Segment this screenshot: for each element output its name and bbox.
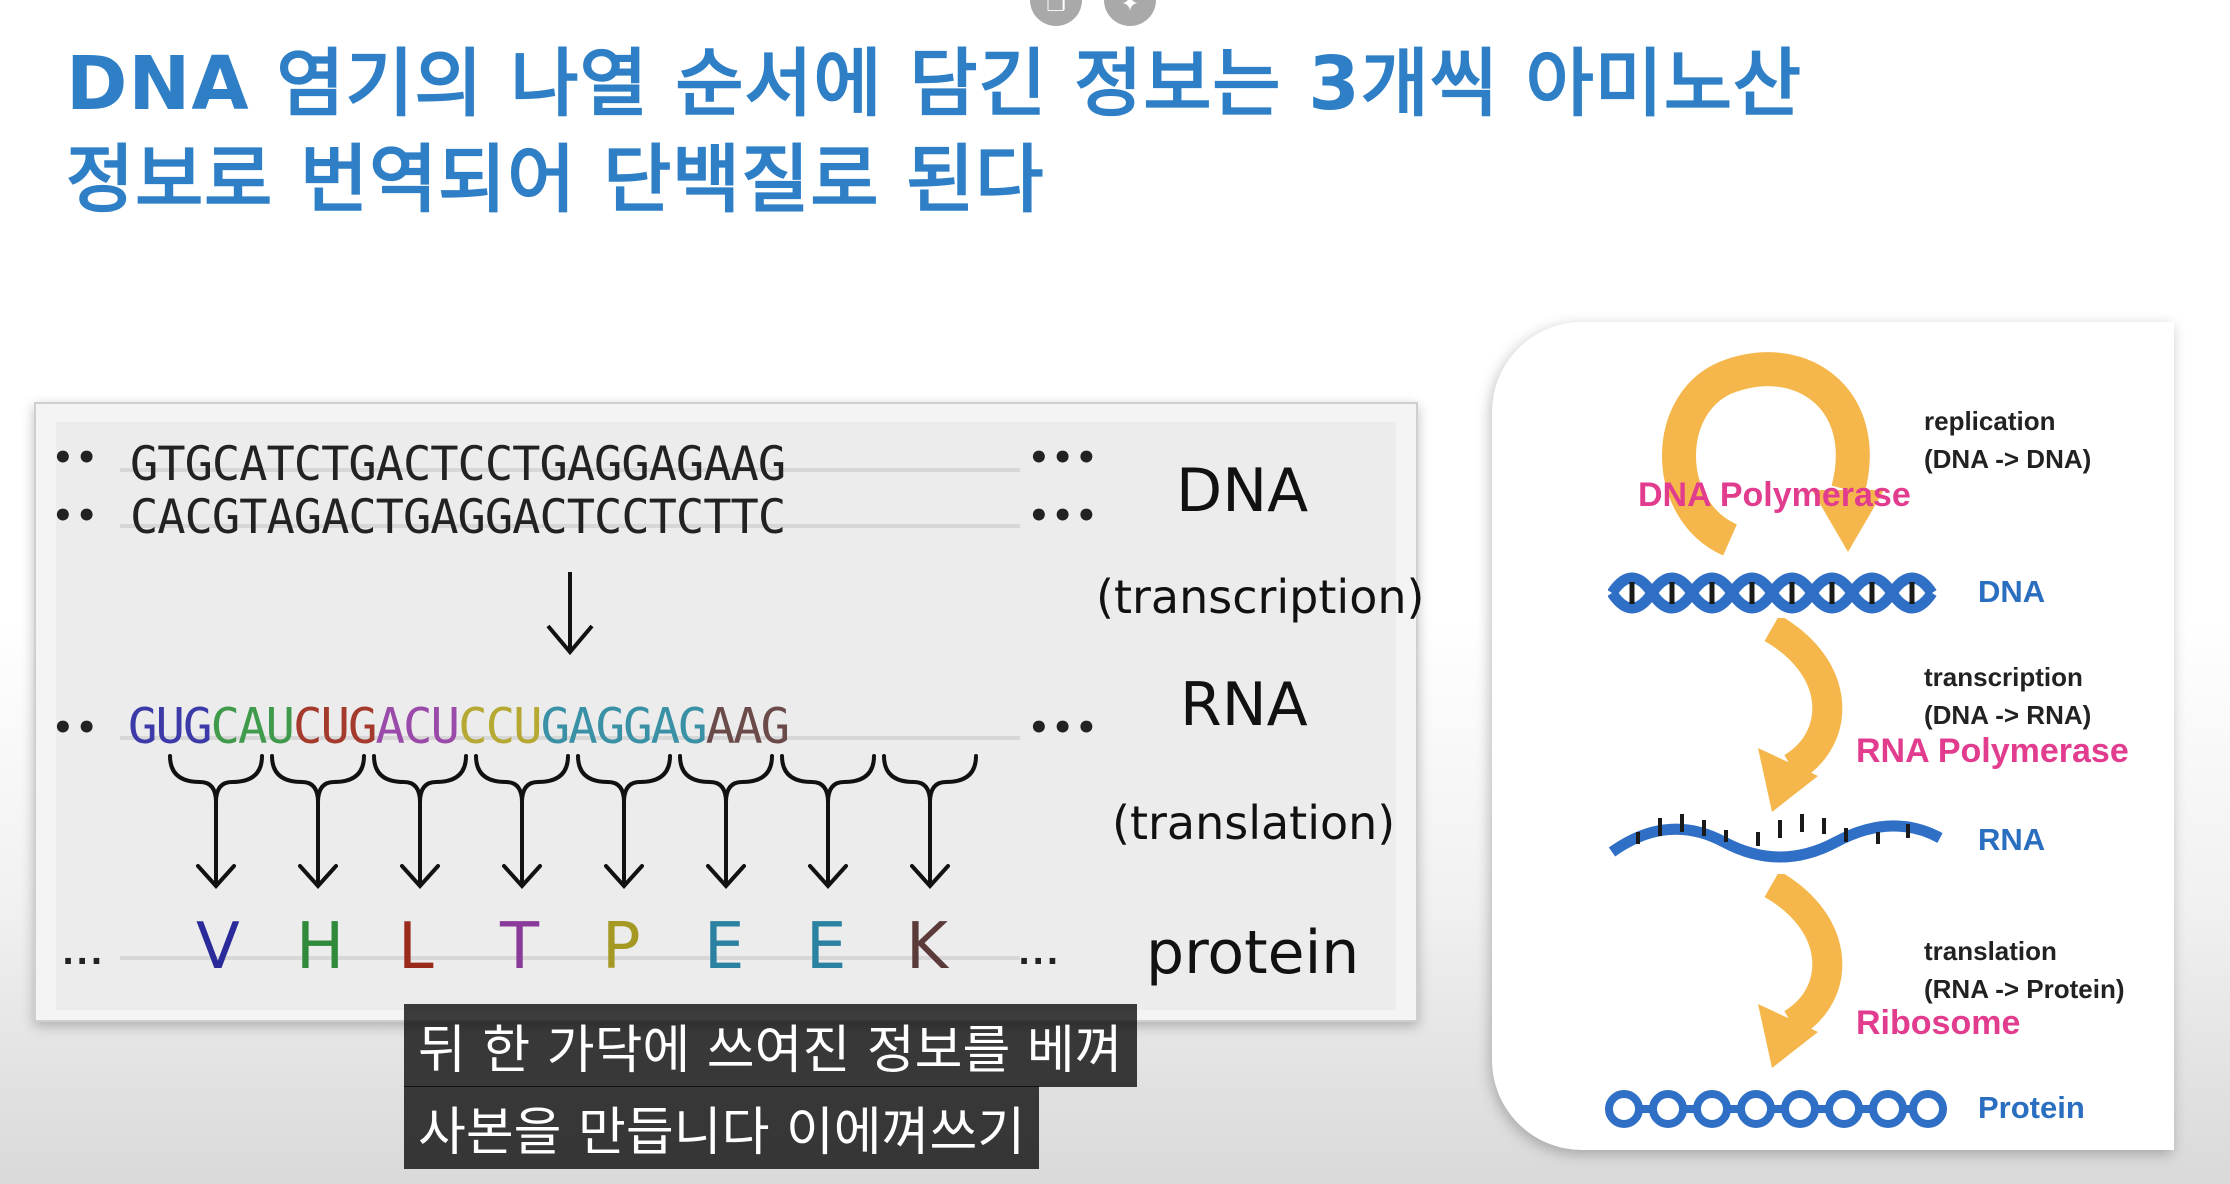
codon: ACU: [375, 698, 461, 755]
caption-line-2: 사본을 만듭니다 이에껴쓰기: [404, 1086, 1040, 1169]
amino-acid: H: [296, 910, 345, 984]
slide-title-line1: DNA 염기의 나열 순서에 담긴 정보는 3개씩 아미노산: [66, 41, 1802, 127]
dna-helix-icon: [1608, 572, 1937, 614]
ellipsis-right: •••: [1028, 496, 1100, 536]
ellipsis-right: ...: [1018, 934, 1061, 972]
strand-line: [120, 736, 1020, 740]
codon: CAU: [210, 698, 296, 755]
ellipsis-right: •••: [1028, 438, 1100, 478]
slide-title-line2: 정보로 번역되어 단백질로 된다: [66, 137, 1045, 223]
amino-acid: K: [906, 910, 948, 984]
replication-text: replication (DNA -> DNA): [1924, 406, 2092, 474]
translation-arrows-icon: [168, 754, 978, 889]
central-dogma-figure: replication (DNA -> DNA) DNA Polymerase …: [1492, 322, 2174, 1150]
strand-line: [120, 956, 1020, 960]
amino-acid: E: [806, 910, 847, 984]
video-controls: ❐ ✦: [1030, 0, 1170, 28]
replication-arrow-icon: [1662, 352, 1884, 556]
amino-acid: P: [602, 910, 641, 984]
amino-acid: V: [196, 910, 240, 984]
sparkle-button[interactable]: ✦: [1104, 0, 1156, 26]
rna-label: RNA: [1180, 670, 1308, 740]
rna-molecule-label: RNA: [1978, 822, 2046, 857]
transcription-label: (transcription): [1096, 570, 1425, 624]
codon: CUG: [293, 698, 378, 755]
amino-acid: E: [704, 910, 745, 984]
copy-icon: ❐: [1046, 0, 1066, 17]
protein-molecule-label: Protein: [1978, 1090, 2085, 1125]
transcription-flow-arrow-icon: [1758, 618, 1843, 812]
amino-acid: T: [500, 910, 540, 984]
translation-text: translation (RNA -> Protein): [1924, 936, 2125, 1004]
codon: CCU: [458, 698, 543, 755]
transcription-text: transcription (DNA -> RNA): [1924, 662, 2092, 730]
protein-chain-icon: [1605, 1090, 1947, 1128]
rna-strand: GUGCAUCUGACUCCUGAGGAGAAG: [128, 698, 791, 755]
codon: GAG: [623, 698, 708, 755]
dna-polymerase-label: DNA Polymerase: [1638, 476, 1911, 514]
ellipsis-left: ••: [52, 708, 100, 748]
ellipsis-left: ••: [52, 438, 100, 478]
transcription-arrow-icon: [546, 572, 594, 656]
protein-label: protein: [1146, 918, 1360, 988]
codon: AAG: [705, 698, 791, 755]
sequence-figure: [34, 402, 1418, 1022]
rna-strand-icon: [1608, 814, 1943, 863]
strand-line: [120, 524, 1020, 528]
strand-line: [120, 468, 1020, 472]
dna-top-strand: GTGCATCTGACTCCTGAGGAGAAG: [130, 437, 786, 492]
rna-polymerase-label: RNA Polymerase: [1856, 732, 2129, 770]
ribosome-label: Ribosome: [1856, 1004, 2021, 1042]
translation-flow-arrow-icon: [1758, 874, 1843, 1068]
slide-title: DNA 염기의 나열 순서에 담긴 정보는 3개씩 아미노산 정보로 번역되어 …: [66, 36, 1802, 228]
amino-acid: L: [398, 910, 434, 984]
translation-label: (translation): [1112, 796, 1396, 850]
codon: GAG: [540, 698, 626, 755]
sequence-figure-inner: [56, 422, 1396, 1010]
dna-bottom-strand: CACGTAGACTGAGGACTCCTCTTC: [130, 490, 786, 545]
sparkle-icon: ✦: [1120, 0, 1140, 17]
ellipsis-left: ••: [52, 496, 100, 536]
dna-molecule-label: DNA: [1978, 574, 2046, 609]
copy-button[interactable]: ❐: [1030, 0, 1082, 26]
ellipsis-left: ...: [62, 934, 105, 972]
ellipsis-right: •••: [1028, 708, 1100, 748]
caption-line-1: 뒤 한 가닥에 쓰여진 정보를 베껴: [404, 1004, 1137, 1087]
dna-label: DNA: [1176, 456, 1309, 526]
codon: GUG: [128, 698, 213, 755]
